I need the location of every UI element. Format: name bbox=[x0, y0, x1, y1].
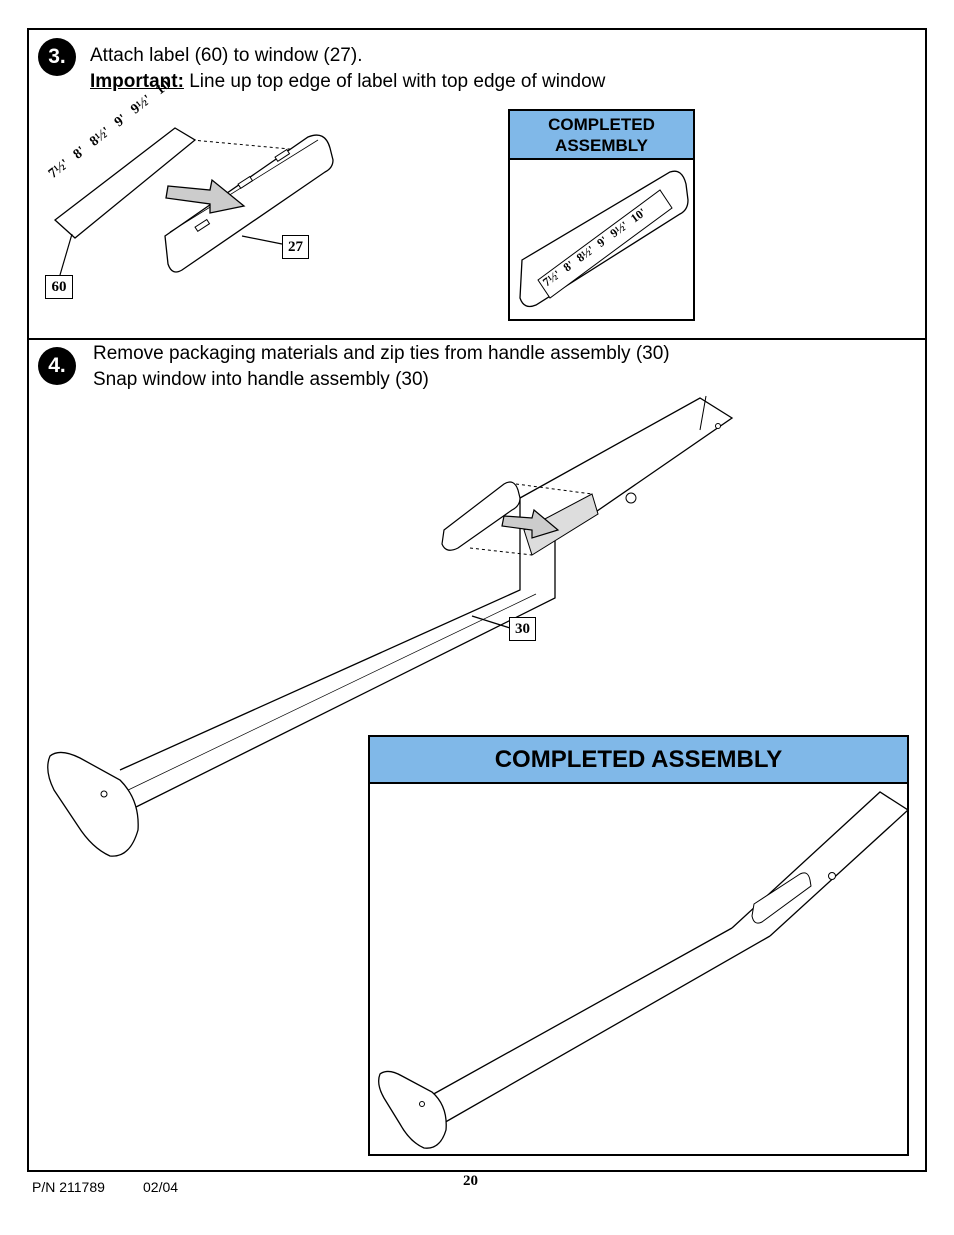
step3-completed-line2: ASSEMBLY bbox=[555, 135, 648, 155]
step3-line2-wrap: Important: Line up top edge of label wit… bbox=[90, 69, 605, 95]
step3-number-badge: 3. bbox=[38, 38, 76, 76]
step3-arrow-icon bbox=[165, 178, 246, 214]
label-strip-60 bbox=[53, 127, 197, 239]
step4-completed-drawing bbox=[378, 791, 910, 1149]
step4-panel bbox=[27, 338, 927, 1172]
step4-line1: Remove packaging materials and zip ties … bbox=[93, 343, 670, 364]
step3-line1: Attach label (60) to window (27). bbox=[90, 45, 363, 66]
step4-number: 4. bbox=[48, 354, 66, 377]
callout-30: 30 bbox=[509, 617, 536, 641]
step3-completed-body: 7½' 8' 8½' 9' 9½' 10' bbox=[508, 158, 695, 321]
step4-number-badge: 4. bbox=[38, 347, 76, 385]
callout-60: 60 bbox=[45, 275, 73, 299]
step4-arrow-icon bbox=[501, 508, 560, 539]
step4-line2: Snap window into handle assembly (30) bbox=[93, 369, 429, 390]
step3-completed-line1: COMPLETED bbox=[548, 114, 655, 134]
step4-completed-body bbox=[368, 782, 910, 1156]
step4-completed-header: COMPLETED ASSEMBLY bbox=[368, 735, 909, 784]
step3-completed-header: COMPLETED ASSEMBLY bbox=[508, 109, 695, 160]
page-number: 20 bbox=[463, 1173, 478, 1189]
step3-line2: Line up top edge of label with top edge … bbox=[183, 71, 606, 92]
step3-important-label: Important: bbox=[90, 71, 184, 92]
window-insert bbox=[441, 481, 521, 551]
step3-number: 3. bbox=[48, 45, 66, 68]
footer-part-number: P/N 211789 bbox=[32, 1179, 105, 1195]
step4-instructions: Remove packaging materials and zip ties … bbox=[93, 341, 670, 393]
footer-date: 02/04 bbox=[143, 1179, 179, 1195]
window-27 bbox=[164, 134, 334, 273]
step3-completed-drawing bbox=[519, 170, 689, 308]
callout-27: 27 bbox=[282, 235, 309, 259]
step3-instructions: Attach label (60) to window (27). Import… bbox=[90, 43, 605, 95]
step4-completed-title: COMPLETED ASSEMBLY bbox=[494, 745, 783, 773]
